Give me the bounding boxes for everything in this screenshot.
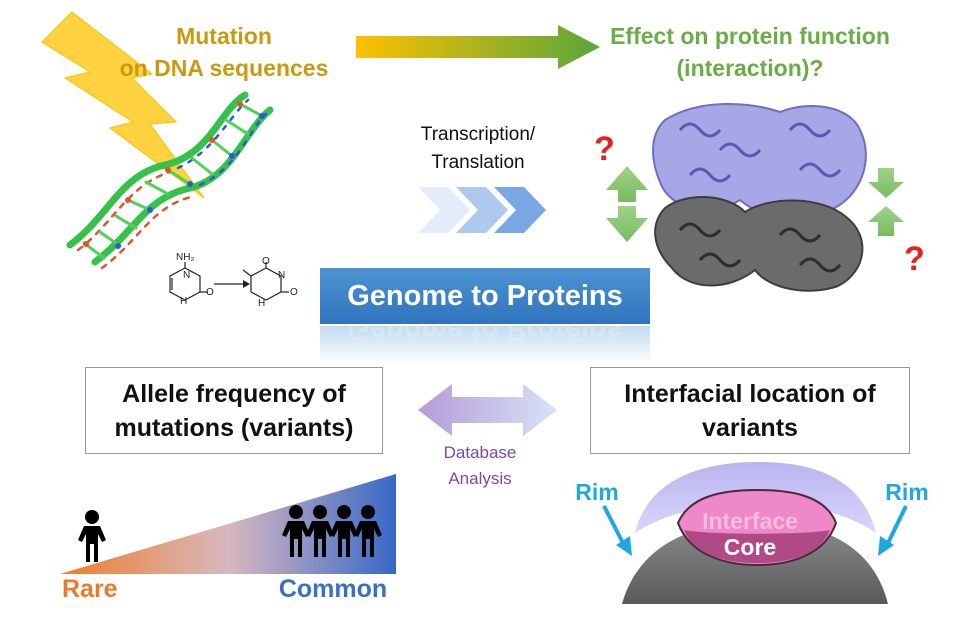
conversion-arrow-head bbox=[243, 280, 250, 288]
frequency-gradient-triangle bbox=[60, 474, 396, 574]
mutation-effect-arrow bbox=[356, 25, 600, 69]
interfacial-box-line2: variants bbox=[702, 413, 798, 442]
thymine-structure bbox=[242, 262, 289, 301]
green-double-arrow-icon bbox=[606, 166, 648, 242]
dna-helix-image bbox=[66, 91, 274, 270]
rim-label-left: Rim bbox=[575, 479, 619, 505]
question-mark-right: ? bbox=[904, 240, 925, 278]
atom-label-o: O bbox=[262, 256, 270, 267]
rare-label: Rare bbox=[62, 575, 118, 603]
rim-arrow-right-icon bbox=[878, 505, 908, 556]
atom-label-h: H bbox=[258, 298, 266, 309]
allele-box-line1: Allele frequency of bbox=[122, 379, 346, 408]
rim-label-right: Rim bbox=[885, 479, 929, 505]
effect-title-line1: Effect on protein function bbox=[610, 23, 890, 49]
protein-structure-image bbox=[652, 103, 867, 292]
allele-box-line2: mutations (variants) bbox=[114, 413, 354, 442]
database-analysis-label: Database Analysis bbox=[420, 440, 540, 492]
person-icon bbox=[78, 510, 106, 562]
core-label: Core bbox=[723, 534, 777, 560]
question-mark-left: ? bbox=[594, 130, 615, 168]
rim-arrow-left-icon bbox=[602, 505, 632, 556]
database-line1: Database bbox=[443, 443, 517, 462]
people-group-icon bbox=[282, 505, 382, 557]
interfacial-location-box: Interfacial location of variants bbox=[590, 367, 910, 454]
interface-label: Interface bbox=[702, 508, 798, 534]
transcription-chevrons bbox=[418, 187, 546, 233]
effect-title: Effect on protein function (interaction)… bbox=[585, 20, 915, 84]
mutation-title: Mutation on DNA sequences bbox=[102, 20, 346, 84]
atom-label-n: N bbox=[183, 270, 191, 281]
banner-reflection: Genome to Proteins bbox=[320, 326, 650, 364]
lightning-bolt-icon bbox=[41, 11, 205, 199]
effect-title-line2: (interaction)? bbox=[676, 55, 824, 81]
atom-label-n: N bbox=[278, 270, 286, 281]
cytosine-structure bbox=[169, 262, 208, 301]
transcription-line2: Translation bbox=[431, 152, 525, 173]
core-region bbox=[684, 530, 830, 563]
atom-label-o: O bbox=[206, 287, 214, 298]
transcription-line1: Transcription/ bbox=[420, 124, 536, 145]
atom-label-nh2: NH₂ bbox=[176, 252, 195, 263]
green-converging-arrows-icon bbox=[868, 168, 904, 236]
genome-to-proteins-banner: Genome to Proteins bbox=[320, 268, 650, 324]
allele-frequency-box: Allele frequency of mutations (variants) bbox=[85, 367, 383, 454]
database-double-arrow bbox=[418, 384, 557, 436]
transcription-label: Transcription/ Translation bbox=[398, 121, 558, 177]
mutation-title-line1: Mutation bbox=[176, 23, 272, 49]
database-line2: Analysis bbox=[448, 469, 512, 488]
mutation-title-line2: on DNA sequences bbox=[119, 55, 329, 81]
common-label: Common bbox=[278, 575, 388, 603]
interfacial-box-line1: Interfacial location of bbox=[624, 379, 876, 408]
banner-reflection-text: Genome to Proteins bbox=[347, 326, 623, 346]
atom-label-o: O bbox=[290, 287, 298, 298]
atom-label-h: H bbox=[180, 296, 188, 307]
banner-title: Genome to Proteins bbox=[347, 279, 623, 312]
